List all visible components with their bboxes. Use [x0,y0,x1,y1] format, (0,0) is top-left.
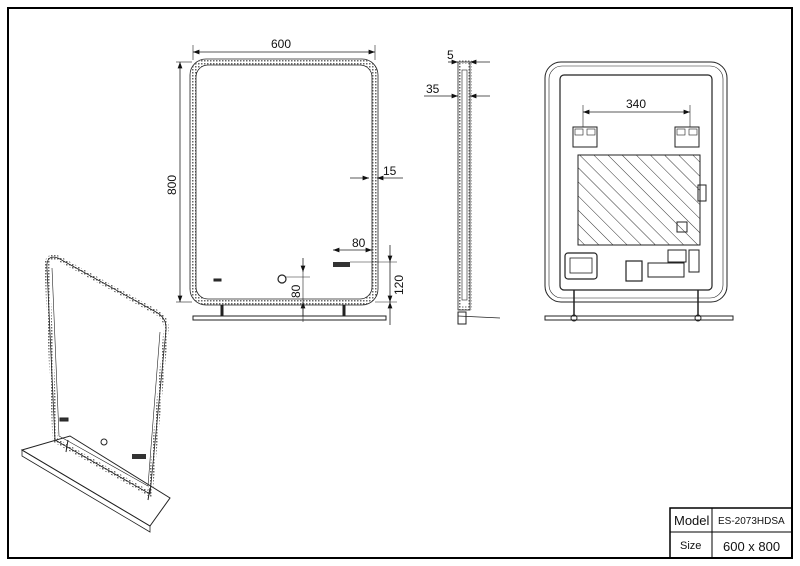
title-block [669,507,793,559]
size-value: 600 x 800 [723,539,780,554]
front-view [176,45,403,325]
thickness-dimension: 5 [447,48,454,62]
side-view [424,59,501,325]
model-value: ES-2073HDSA [718,516,785,527]
drawing-border [7,7,793,559]
display-height-dimension: 120 [392,275,406,295]
bracket-spacing-dimension: 340 [626,97,646,111]
back-view [544,61,734,322]
model-label: Model [674,513,710,528]
switch-height-dimension: 80 [289,284,303,298]
depth-dimension: 35 [426,82,440,96]
isometric-view [20,254,171,533]
display-offset-dimension: 80 [352,236,366,250]
edge-dimension: 15 [383,164,397,178]
size-label: Size [680,540,701,552]
width-dimension: 600 [271,37,291,51]
height-dimension: 800 [165,175,179,195]
